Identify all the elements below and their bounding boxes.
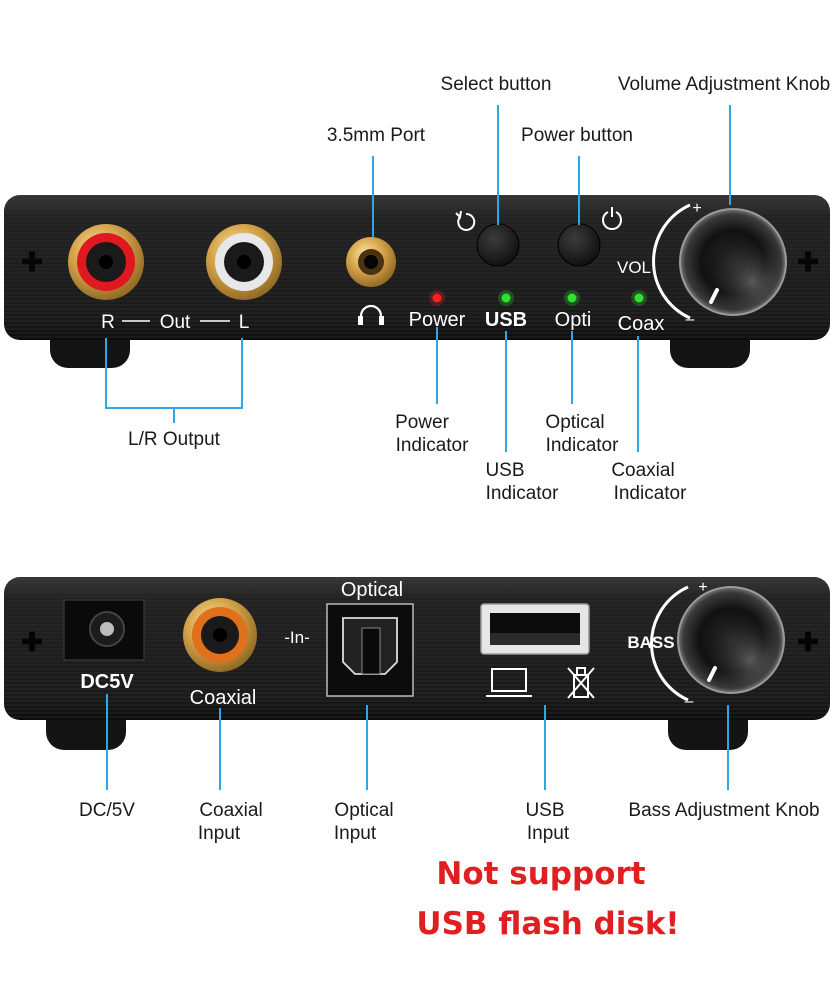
label-volume-knob: Volume Adjustment Knob [618, 74, 830, 95]
label-lr-output: L/R Output [128, 429, 221, 450]
label-coaxial-indicator-2: Indicator [614, 483, 688, 504]
back-panel: ✚ ✚ DC5V Coaxial -In- Optical [4, 577, 830, 750]
warning-notice: Not support USB flash disk! [416, 856, 679, 942]
opti-led [567, 293, 577, 303]
headphone-jack[interactable] [346, 237, 396, 287]
volume-knob[interactable] [679, 208, 787, 316]
device-label-opti: Opti [555, 309, 592, 331]
device-label-power: Power [409, 309, 466, 331]
coax-led [634, 293, 644, 303]
label-35mm-port: 3.5mm Port [327, 125, 426, 146]
device-label-r: R [101, 312, 115, 333]
front-panel: ✚ ✚ R Out L [4, 195, 830, 368]
label-optical-indicator-1: Optical [545, 412, 604, 433]
no-usb-disk-icon [567, 667, 595, 699]
screw-icon: ✚ [21, 627, 43, 657]
label-usb-input-2: Input [527, 823, 570, 844]
dc-power-jack[interactable] [63, 599, 145, 661]
device-label-bass-minus: – [685, 693, 694, 710]
label-power-indicator-1: Power [395, 412, 450, 433]
label-power-button: Power button [521, 125, 633, 146]
rca-right-jack[interactable] [68, 224, 144, 300]
screw-icon: ✚ [21, 247, 43, 277]
device-label-coaxial: Coaxial [190, 687, 257, 709]
label-power-indicator-2: Indicator [396, 435, 470, 456]
device-label-coax: Coax [618, 313, 665, 335]
device-label-vol-plus: + [692, 200, 701, 217]
coaxial-jack[interactable] [183, 598, 257, 672]
volume-scale-arc [652, 203, 691, 320]
label-usb-indicator-2: Indicator [486, 483, 560, 504]
device-label-dc5v: DC5V [80, 671, 134, 693]
device-label-optical: Optical [341, 579, 403, 601]
optical-port[interactable] [326, 603, 414, 697]
label-coaxial-input-2: Input [198, 823, 241, 844]
label-bass-knob: Bass Adjustment Knob [628, 800, 819, 821]
headphone-icon [358, 304, 384, 325]
bass-knob[interactable] [677, 586, 785, 694]
back-leader-lines [106, 694, 729, 790]
label-optical-input-1: Optical [334, 800, 393, 821]
usb-port[interactable] [480, 603, 590, 655]
label-usb-input-1: USB [525, 800, 564, 821]
usb-led [501, 293, 511, 303]
label-coaxial-input-1: Coaxial [199, 800, 262, 821]
label-optical-input-2: Input [334, 823, 377, 844]
label-dc5v: DC/5V [79, 800, 135, 821]
power-button[interactable] [557, 223, 601, 267]
refresh-icon [455, 210, 476, 231]
back-labels: DC/5V Coaxial Input Optical Input USB In… [79, 800, 820, 844]
rca-left-jack[interactable] [206, 224, 282, 300]
warning-line-2: USB flash disk! [416, 906, 679, 942]
power-icon [602, 207, 622, 231]
laptop-icon [486, 668, 532, 697]
device-label-bass-plus: + [698, 579, 707, 596]
label-select-button: Select button [441, 74, 552, 95]
device-label-vol: VOL [617, 258, 651, 277]
device-label-vol-minus: – [686, 311, 695, 328]
device-label-in: -In- [284, 628, 310, 647]
power-led [432, 293, 442, 303]
device-label-l: L [239, 312, 250, 333]
warning-line-1: Not support [436, 856, 645, 892]
bass-scale-arc [650, 585, 689, 702]
label-coaxial-indicator-1: Coaxial [611, 460, 674, 481]
device-label-usb: USB [485, 309, 527, 331]
screw-icon: ✚ [797, 627, 819, 657]
select-button[interactable] [476, 223, 520, 267]
front-body-texture [4, 195, 830, 340]
device-label-out: Out [160, 312, 191, 333]
label-optical-indicator-2: Indicator [546, 435, 620, 456]
front-labels: Select button Volume Adjustment Knob 3.5… [128, 74, 830, 504]
label-usb-indicator-1: USB [485, 460, 524, 481]
screw-icon: ✚ [797, 247, 819, 277]
front-leader-lines [105, 105, 731, 452]
